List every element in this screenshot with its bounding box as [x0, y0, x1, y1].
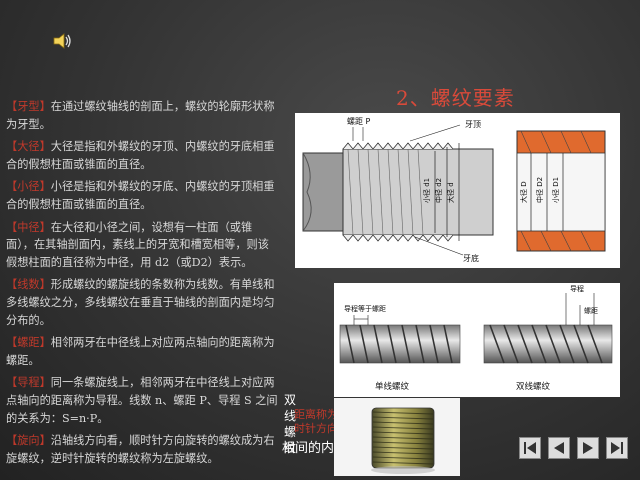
definition-item: 【大径】大径是指和外螺纹的牙顶、内螺纹的牙底相重合的假想柱面或锥面的直径。 — [6, 140, 275, 171]
definition-item: 【中径】在大径和小径之间，设想有一柱面（或锥面），在其轴剖面内，素线上的牙宽和槽… — [6, 220, 269, 269]
last-page-icon — [611, 442, 623, 454]
thread-elements-diagram: 小径 d1 中径 d2 大径 d 大径 D 中径 D2 小径 D1 螺距 P 牙… — [295, 113, 620, 268]
nav-next-button[interactable] — [577, 437, 599, 459]
label-int-pitch: 中径 D2 — [535, 177, 544, 203]
thread-photos-panel: 导程等于螺距 导程 螺距 — [334, 283, 620, 397]
definitions-list: 【牙型】在通过螺纹轴线的剖面上，螺纹的轮廓形状称为牙型。 【大径】大径是指和外螺… — [6, 98, 278, 472]
nav-first-button[interactable] — [519, 437, 541, 459]
slide-title: 2、螺纹要素 — [396, 86, 515, 110]
thread-photos-svg: 导程等于螺距 导程 螺距 — [339, 284, 613, 364]
label-ext-pitch: 中径 d2 — [434, 178, 443, 203]
definition-item: 【小径】小径是指和外螺纹的牙底、内螺纹的牙顶相重合的假想柱面或锥面的直径。 — [6, 180, 275, 211]
previous-page-icon — [554, 442, 564, 454]
definition-item: 【螺距】相邻两牙在中径线上对应两点轴向的距离称为螺距。 — [6, 336, 275, 367]
label-lead: 导程 — [570, 284, 584, 293]
label-ext-major: 大径 d — [446, 182, 455, 203]
nav-prev-button[interactable] — [548, 437, 570, 459]
label-lead-equals-pitch: 导程等于螺距 — [344, 304, 386, 313]
thread-diagram-svg: 小径 d1 中径 d2 大径 d 大径 D 中径 D2 小径 D1 螺距 P 牙… — [302, 116, 606, 263]
definition-item: 【牙型】在通过螺纹轴线的剖面上，螺纹的轮廓形状称为牙型。 — [6, 100, 275, 131]
vertical-text: 双 线 螺 纹 — [284, 393, 297, 455]
label-int-major: 大径 D — [519, 181, 528, 203]
label-pitch: 螺距 P — [347, 116, 371, 126]
speaker-icon[interactable] — [52, 32, 74, 50]
label-crest: 牙顶 — [465, 120, 481, 129]
next-page-icon — [583, 442, 593, 454]
nav-last-button[interactable] — [606, 437, 628, 459]
first-page-icon — [524, 442, 536, 454]
threaded-cylinder-image — [334, 398, 460, 476]
definition-item: 【线数】形成螺纹的螺旋线的条数称为线数。有单线和多线螺纹之分，多线螺纹在垂直于轴… — [6, 278, 275, 327]
definition-item: 【导程】同一条螺旋线上，相邻两牙在中径线上对应两点轴向的距离称为导程。线数 n、… — [6, 376, 278, 425]
label-ext-minor: 小径 d1 — [422, 178, 431, 203]
overlay-text-fragment: 距离称为 — [294, 408, 334, 421]
label-root: 牙底 — [463, 253, 479, 263]
caption-double-thread: 双线螺纹 — [516, 382, 551, 392]
label-pitch-double: 螺距 — [584, 306, 598, 315]
overlay-text-inner: 相间的内 — [282, 441, 335, 456]
overlay-text-fragment: 时针方向 — [294, 422, 334, 435]
caption-single-thread: 单线螺纹 — [375, 382, 410, 392]
definition-item: 【旋向】沿轴线方向看，顺时针方向旋转的螺纹成为右旋螺纹，逆时针旋转的螺纹称为左旋… — [6, 434, 275, 465]
label-int-minor: 小径 D1 — [551, 177, 560, 203]
